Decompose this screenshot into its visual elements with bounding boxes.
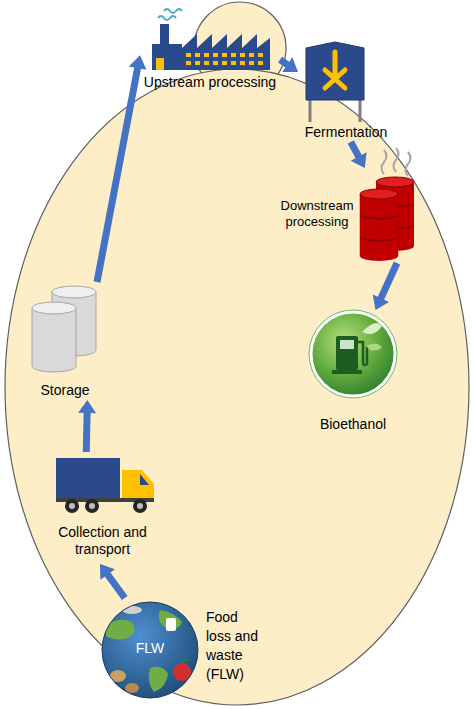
factory-icon — [156, 58, 164, 70]
arrow-shaft — [97, 67, 138, 282]
factory-icon — [152, 9, 270, 70]
flow-arrow — [78, 400, 96, 452]
barrel-icon — [360, 194, 398, 256]
biofuel-icon — [358, 342, 367, 365]
truck-icon — [89, 503, 95, 509]
biofuel-icon — [309, 310, 397, 398]
globe-icon — [182, 659, 190, 663]
storage-tanks — [52, 286, 96, 298]
flow-arrow — [100, 564, 125, 598]
factory-icon — [152, 34, 270, 70]
barrel-icon — [376, 177, 414, 187]
arrow-shaft — [107, 574, 125, 598]
fermenter-icon — [306, 42, 364, 122]
stage-node: Fermentation — [298, 42, 394, 142]
globe-icon — [102, 602, 198, 698]
stage-label: Collection and transport — [45, 524, 160, 558]
yeast-cell — [5, 69, 469, 705]
biofuel-icon — [332, 370, 362, 374]
fermenter-icon — [325, 52, 345, 88]
truck-icon — [85, 499, 99, 513]
arrow-shaft — [380, 263, 397, 299]
barrel-icon — [406, 152, 411, 176]
globe-icon — [125, 683, 139, 693]
barrel-icon — [382, 150, 387, 174]
stage-label: Storage — [25, 382, 105, 399]
stage-node: Upstream processing — [140, 8, 280, 94]
biofuel-icon — [309, 310, 397, 398]
barrel-icon — [360, 189, 398, 199]
stage-node: Storage — [25, 282, 105, 400]
storage-tanks — [32, 302, 76, 314]
barrel-icon — [360, 216, 398, 241]
biofuel-icon — [362, 323, 382, 334]
truck-icon — [140, 474, 149, 485]
stage-node: Collection and transport — [40, 452, 165, 564]
flow-arrow — [280, 57, 298, 72]
stage-node: FLW Food loss and waste (FLW) — [100, 598, 265, 704]
truck-icon — [137, 503, 143, 509]
factory-icon — [186, 53, 263, 65]
globe-icon — [102, 602, 198, 698]
arrow-head — [351, 152, 367, 168]
biofuel-icon — [366, 343, 382, 350]
barrel-icon — [394, 148, 399, 172]
yeast-cell — [5, 2, 469, 705]
truck-icon — [69, 503, 75, 509]
globe-label: FLW — [128, 640, 172, 657]
globe-icon — [149, 667, 168, 692]
stage-label: Bioethanol — [308, 416, 398, 433]
storage-tanks — [32, 286, 96, 372]
truck-icon — [122, 470, 154, 500]
stage-label: Upstream processing — [140, 74, 280, 91]
arrow-shaft — [280, 60, 288, 66]
truck-icon — [56, 458, 154, 513]
factory-icon — [164, 9, 182, 13]
globe-icon — [106, 606, 191, 693]
arrow-head — [373, 294, 389, 310]
arrow-head — [100, 564, 115, 580]
truck-icon — [133, 499, 147, 513]
stage-node: Bioethanol — [308, 310, 398, 435]
factory-icon — [158, 16, 176, 20]
flow-arrow — [351, 142, 367, 168]
flow-arrow — [373, 263, 397, 310]
fermenter-icon — [306, 42, 364, 100]
fermenter-icon — [310, 100, 360, 122]
flow-arrow — [97, 55, 146, 282]
biofuel-icon — [340, 340, 354, 349]
arrow-head — [78, 400, 96, 413]
globe-icon — [166, 618, 176, 631]
globe-icon — [102, 602, 198, 698]
arrow-head — [282, 57, 298, 72]
arrow-shaft — [83, 412, 91, 452]
stage-label: Fermentation — [298, 124, 394, 141]
arrow-shaft — [351, 142, 359, 157]
barrel-icon — [360, 148, 414, 261]
stage-node: Downstream processing — [278, 168, 418, 263]
biofuel-icon — [311, 312, 395, 396]
stage-label: Downstream processing — [278, 198, 356, 230]
stage-label: Food loss and waste (FLW) — [206, 608, 262, 684]
biofuel-icon — [336, 336, 358, 370]
truck-icon — [65, 499, 79, 513]
barrel-icon — [360, 251, 398, 261]
arrow-head — [129, 55, 147, 69]
storage-tanks — [32, 308, 76, 372]
truck-icon — [56, 458, 120, 498]
globe-icon — [122, 606, 142, 614]
